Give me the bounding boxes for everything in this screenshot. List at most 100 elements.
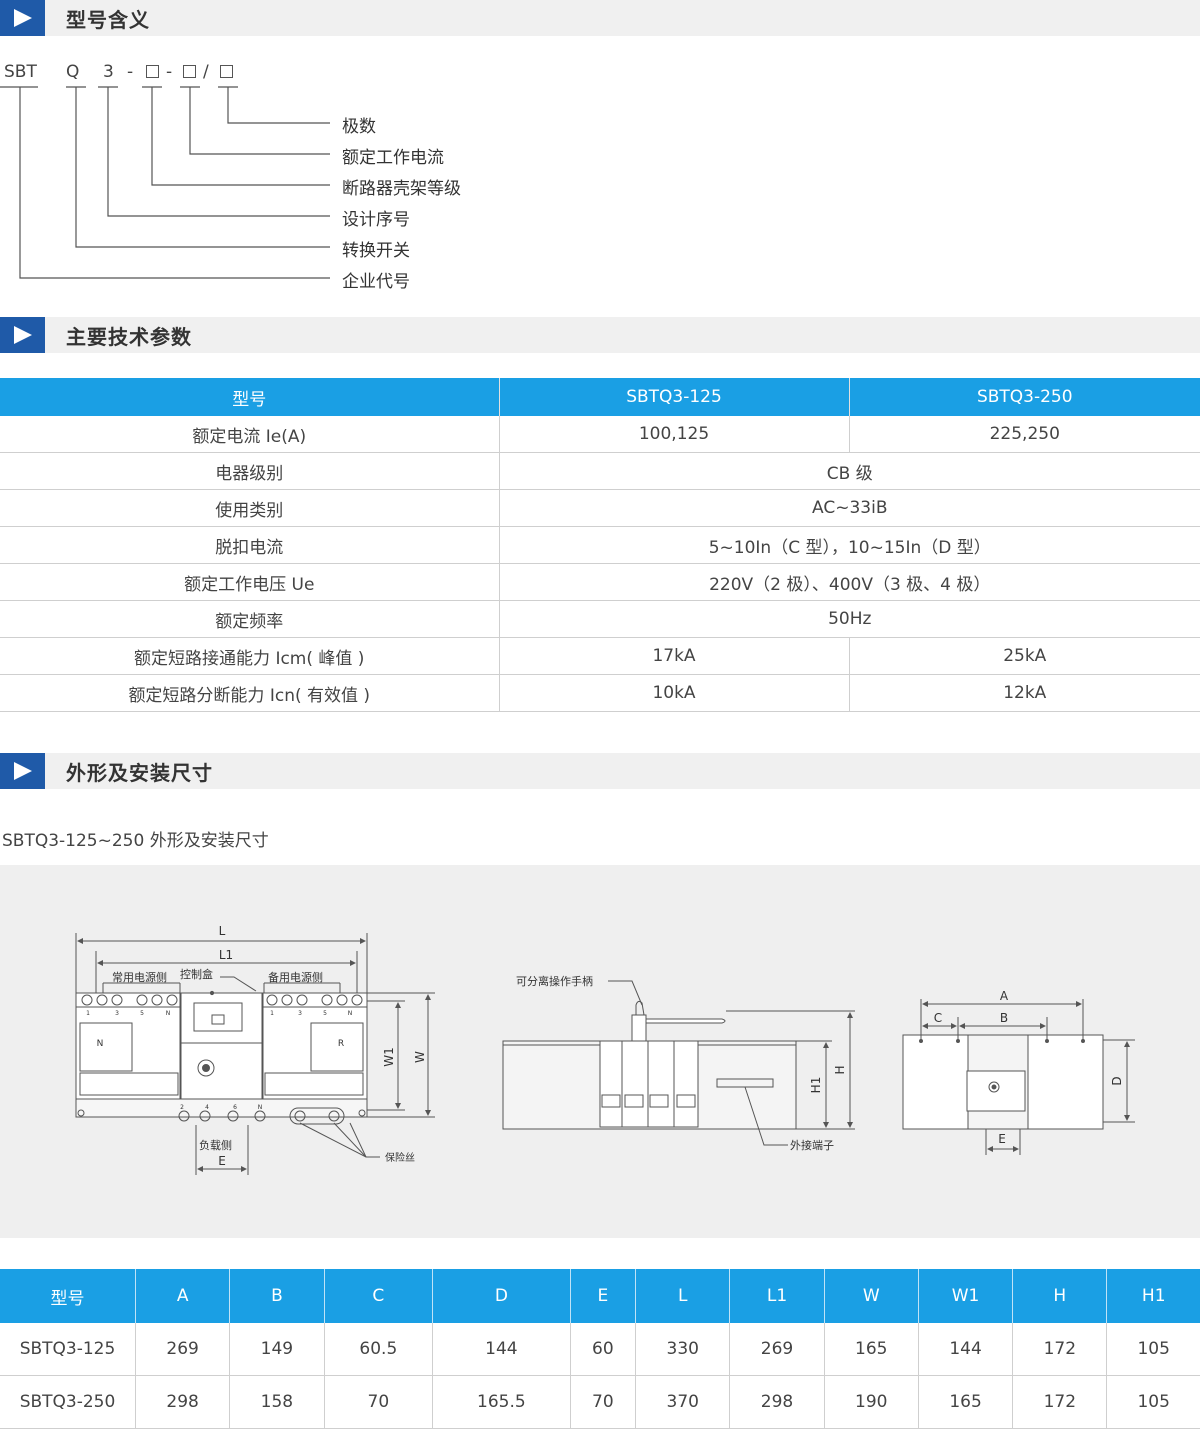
spec-table: 型号 SBTQ3-125 SBTQ3-250 额定电流 Ie(A) 100,12…: [0, 378, 1200, 712]
dim-label-E: E: [218, 1154, 226, 1168]
header-cell: L: [635, 1269, 731, 1323]
side-view: [502, 980, 855, 1146]
row-label: 脱扣电流: [0, 526, 500, 564]
cell-value: 25kA: [849, 637, 1200, 675]
row-label: 电器级别: [0, 452, 500, 490]
row-label: 额定电流 Ie(A): [0, 416, 500, 453]
side-view-labels: 可分离操作手柄 外接端子 H1 H: [516, 974, 847, 1152]
dimension-table: 型号 A B C D E L L1 W W1 H H1 SBTQ3-125 26…: [0, 1269, 1200, 1429]
header-cell: E: [570, 1269, 637, 1323]
header-sbtq3-125: SBTQ3-125: [499, 378, 850, 416]
header-model: 型号: [0, 378, 500, 416]
meaning-poles: 极数: [342, 117, 376, 137]
terminal-label: N: [348, 1010, 353, 1017]
meaning-company-code: 企业代号: [342, 272, 410, 292]
meaning-frame-grade: 断路器壳架等级: [342, 179, 461, 199]
label-fuse: 保险丝: [385, 1151, 415, 1164]
code-box-symbol: [146, 65, 159, 78]
cell-value: 60.5: [324, 1323, 434, 1376]
row-label: 额定短路分断能力 Icn( 有效值 ): [0, 674, 500, 712]
meaning-rated-current: 额定工作电流: [342, 148, 444, 168]
dim-label-L: L: [219, 924, 226, 938]
header-cell: W: [824, 1269, 919, 1323]
mounting-view: [902, 999, 1135, 1155]
row-label: 额定频率: [0, 600, 500, 638]
code-part-dash: -: [127, 62, 134, 82]
header-cell: B: [229, 1269, 325, 1323]
table-row: SBTQ3-125 269 149 60.5 144 60 330 269 16…: [0, 1323, 1200, 1376]
cell-value: 165: [918, 1375, 1014, 1429]
model-code-leader-lines: [0, 86, 330, 279]
dim-label-H: H: [833, 1065, 847, 1074]
technical-drawing-area: L L1 常用电源侧 控制盒 备用电源侧 负载侧 E 保险丝 N R 1 3 5…: [0, 865, 1200, 1238]
terminal-label: 2: [180, 1104, 184, 1111]
terminal-label: 1: [86, 1010, 90, 1017]
section-title: 主要技术参数: [66, 325, 192, 349]
terminal-label: 5: [323, 1010, 327, 1017]
cell-value: 298: [729, 1375, 825, 1429]
cell-value: AC~33iB: [499, 489, 1200, 527]
table-row: 额定电流 Ie(A) 100,125 225,250: [0, 416, 1200, 453]
section-title: 外形及安装尺寸: [66, 761, 213, 785]
cell-model: SBTQ3-250: [0, 1375, 136, 1429]
label-control-box: 控制盒: [180, 967, 213, 981]
cell-value: 5~10In（C 型），10~15In（D 型）: [499, 526, 1200, 564]
label-backup-side: 备用电源侧: [268, 970, 323, 984]
dim-label-H1: H1: [809, 1077, 823, 1094]
table-row: 使用类别 AC~33iB: [0, 489, 1200, 527]
cell-value: 70: [570, 1375, 637, 1429]
header-cell: H1: [1106, 1269, 1200, 1323]
cell-value: 225,250: [849, 416, 1200, 453]
dim-label-W: W: [413, 1051, 427, 1063]
table-header-row: 型号 A B C D E L L1 W W1 H H1: [0, 1269, 1200, 1323]
cell-value: 70: [324, 1375, 434, 1429]
dim-label-L1: L1: [219, 948, 233, 962]
drawing-subtitle: SBTQ3-125~250 外形及安装尺寸: [2, 831, 269, 851]
header-sbtq3-250: SBTQ3-250: [849, 378, 1200, 416]
cell-value: 269: [135, 1323, 231, 1376]
header-cell: 型号: [0, 1269, 136, 1323]
terminal-label: N: [258, 1104, 263, 1111]
cell-value: 330: [635, 1323, 731, 1376]
cell-value: 10kA: [499, 674, 850, 712]
mark-r: R: [338, 1039, 344, 1049]
section-header-model-meaning: 型号含义: [0, 0, 1200, 36]
row-label: 额定短路接通能力 Icm( 峰值 ): [0, 637, 500, 675]
terminal-label: 3: [298, 1010, 302, 1017]
cell-value: 172: [1012, 1375, 1108, 1429]
header-cell: H: [1012, 1269, 1108, 1323]
cell-value: 158: [229, 1375, 325, 1429]
cell-value: 144: [918, 1323, 1014, 1376]
cell-value: 370: [635, 1375, 731, 1429]
table-row: 额定工作电压 Ue 220V（2 极）、400V（3 极、4 极）: [0, 563, 1200, 601]
cell-value: 220V（2 极）、400V（3 极、4 极）: [499, 563, 1200, 601]
cell-value: 269: [729, 1323, 825, 1376]
table-row: 脱扣电流 5~10In（C 型），10~15In（D 型）: [0, 526, 1200, 564]
dim-label-B: B: [1000, 1011, 1008, 1025]
terminal-label: 3: [115, 1010, 119, 1017]
cell-value: 190: [824, 1375, 919, 1429]
code-part-sbt: SBT: [4, 62, 37, 82]
label-normal-side: 常用电源侧: [112, 970, 167, 984]
terminal-label: 1: [270, 1010, 274, 1017]
section-header-tech-params: 主要技术参数: [0, 317, 1200, 353]
arrow-icon: [0, 0, 45, 36]
table-row: 额定短路接通能力 Icm( 峰值 ) 17kA 25kA: [0, 637, 1200, 675]
cell-value: 50Hz: [499, 600, 1200, 638]
cell-value: 105: [1106, 1375, 1200, 1429]
dim-label-C: C: [934, 1011, 942, 1025]
table-row: SBTQ3-250 298 158 70 165.5 70 370 298 19…: [0, 1375, 1200, 1429]
mark-n: N: [97, 1039, 104, 1049]
label-terminal: 外接端子: [790, 1139, 834, 1152]
cell-value: 105: [1106, 1323, 1200, 1376]
header-cell: W1: [918, 1269, 1014, 1323]
label-load-side: 负载侧: [199, 1138, 232, 1152]
cell-value: 60: [570, 1323, 637, 1376]
table-header-row: 型号 SBTQ3-125 SBTQ3-250: [0, 378, 1200, 416]
terminal-label: N: [166, 1010, 171, 1017]
code-part-slash: /: [203, 62, 209, 82]
code-part-dash: -: [166, 62, 173, 82]
meaning-design-serial: 设计序号: [342, 210, 410, 230]
front-view-labels: L L1 常用电源侧 控制盒 备用电源侧 负载侧 E 保险丝 N R 1 3 5…: [86, 924, 427, 1168]
dim-label-A: A: [1000, 989, 1009, 1003]
